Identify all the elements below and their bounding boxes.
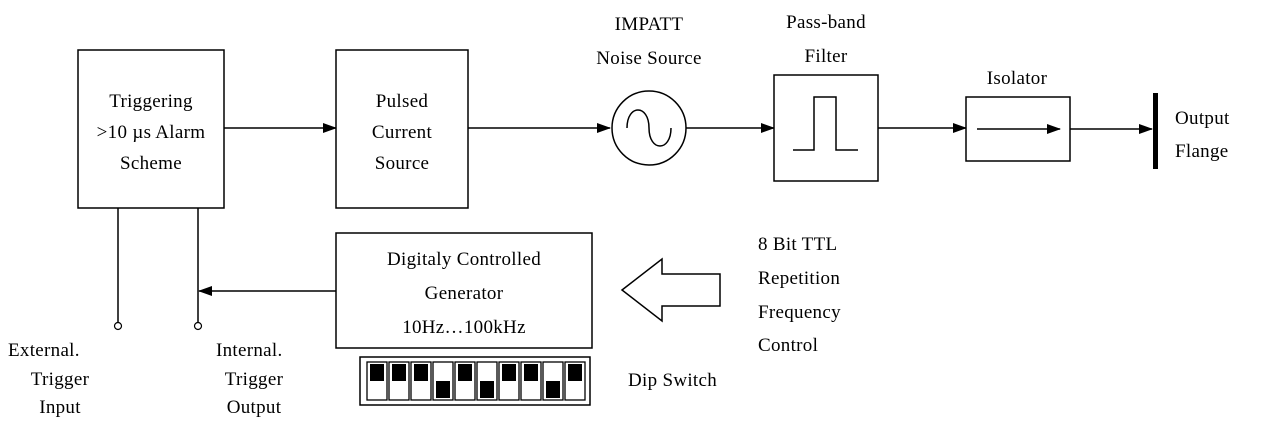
output-flange-symbol: [1153, 93, 1158, 169]
dip-switch-knob: [370, 364, 384, 381]
trigger-scheme-label-2: >10 µs Alarm: [97, 122, 206, 143]
dip-switch-knob: [436, 381, 450, 398]
ttl-label-4: Control: [758, 335, 818, 356]
dip-switch-knob: [392, 364, 406, 381]
dip-switch-label: Dip Switch: [628, 370, 717, 391]
generator-label-2: Generator: [425, 283, 504, 304]
external-trigger-label-3: Input: [39, 397, 81, 418]
pulsed-current-label-1: Pulsed: [376, 91, 429, 112]
dip-switch-knob: [414, 364, 428, 381]
noise-source-label-2: Noise Source: [596, 48, 701, 69]
output-flange-label-1: Output: [1175, 108, 1230, 129]
digital-generator-block: [335, 232, 593, 349]
internal-trigger-terminal: [193, 321, 203, 331]
noise-source-label-1: IMPATT: [615, 14, 684, 35]
dip-switch-knob: [568, 364, 582, 381]
generator-label-1: Digitaly Controlled: [387, 249, 541, 270]
trigger-scheme-label-1: Triggering: [109, 91, 193, 112]
output-flange-label-2: Flange: [1175, 141, 1229, 162]
dip-switch-knob: [458, 364, 472, 381]
internal-trigger-label-2: Trigger: [225, 369, 284, 390]
ttl-label-2: Repetition: [758, 268, 840, 289]
pulsed-current-label-2: Current: [372, 122, 433, 143]
dip-switch-knob: [546, 381, 560, 398]
dip-switch-knob: [502, 364, 516, 381]
dip-switch-cells: [366, 361, 586, 401]
external-trigger-label-2: Trigger: [31, 369, 90, 390]
external-trigger-label-1: External.: [8, 340, 80, 361]
filter-label-2: Filter: [805, 46, 848, 67]
isolator-label: Isolator: [987, 68, 1048, 89]
ttl-control-arrow: [620, 257, 721, 323]
dip-switch-knob: [524, 364, 538, 381]
pass-band-filter-block: [773, 74, 879, 182]
pulsed-current-source-block: [335, 49, 469, 209]
ttl-label-3: Frequency: [758, 302, 841, 323]
generator-label-3: 10Hz…100kHz: [402, 317, 526, 338]
dip-switch-knob: [480, 381, 494, 398]
ttl-label-1: 8 Bit TTL: [758, 234, 837, 255]
internal-trigger-label-3: Output: [227, 397, 282, 418]
external-trigger-terminal: [113, 321, 123, 331]
filter-label-1: Pass-band: [786, 12, 866, 33]
trigger-scheme-block: [77, 49, 225, 209]
sine-wave-icon: [626, 109, 672, 147]
pulsed-current-label-3: Source: [375, 153, 430, 174]
trigger-scheme-label-3: Scheme: [120, 153, 182, 174]
pass-band-icon: [793, 96, 858, 151]
internal-trigger-label-1: Internal.: [216, 340, 283, 361]
